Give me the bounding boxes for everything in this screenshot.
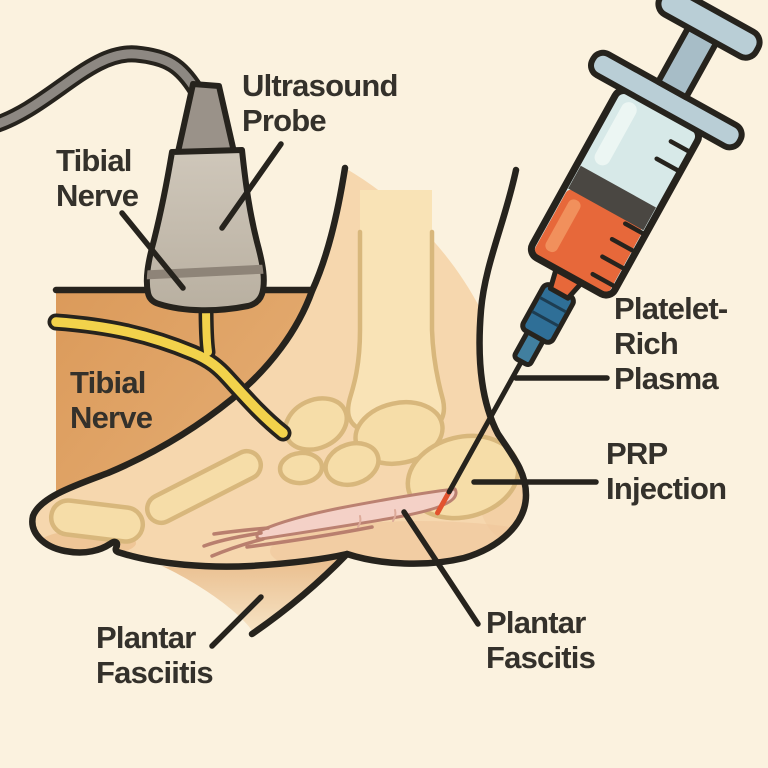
skin-cross-section xyxy=(56,290,312,492)
label-line: Fasciitis xyxy=(96,655,214,690)
label-tibial-nerve-top: Tibial Nerve xyxy=(56,143,139,213)
plunger-thumb-rest xyxy=(655,0,763,61)
leader-plantar-fascitis xyxy=(401,509,481,627)
hub-ridge xyxy=(531,310,559,328)
label-line: Tibial xyxy=(70,365,146,400)
syringe-needle xyxy=(446,356,526,495)
leader-lines-right xyxy=(209,375,610,649)
label-line: Plantar xyxy=(96,620,196,655)
leader-plantar-fasciitis xyxy=(209,594,264,649)
plasma-highlight xyxy=(545,199,581,253)
label-ultrasound-probe: Ultrasound Probe xyxy=(242,68,398,138)
leader-ultrasound-probe xyxy=(219,141,284,231)
label-line: Nerve xyxy=(70,400,153,435)
label-line: Fascitis xyxy=(486,640,596,675)
label-line: Ultrasound xyxy=(242,68,398,103)
label-line: Rich xyxy=(614,326,679,361)
label-line: Nerve xyxy=(56,178,139,213)
label-tibial-nerve-inner: Tibial Nerve xyxy=(70,365,153,435)
fascia-strands xyxy=(202,525,374,558)
label-line: Plasma xyxy=(614,361,719,396)
tarsal-bone xyxy=(277,450,325,486)
metatarsal-bone xyxy=(144,448,264,526)
hub-ridge xyxy=(539,296,567,314)
plantar-fascia xyxy=(202,487,458,558)
label-plantar-fascitis: Plantar Fascitis xyxy=(486,605,596,675)
probe-cable-core xyxy=(0,49,201,128)
fascia-texture xyxy=(357,509,397,528)
ultrasound-probe xyxy=(0,45,267,314)
leader-lines-left xyxy=(119,141,284,291)
label-line: Plantar xyxy=(486,605,586,640)
label-platelet-rich-plasma: Platelet- Rich Plasma xyxy=(614,291,728,396)
cuneiform-bone xyxy=(323,440,381,488)
label-line: Injection xyxy=(606,471,727,506)
label-line: Platelet- xyxy=(614,291,728,326)
label-line: PRP xyxy=(606,436,668,471)
probe-band xyxy=(146,264,264,280)
plunger-stopper xyxy=(568,165,656,231)
barrel-graduations xyxy=(590,139,691,289)
phalanx-bone xyxy=(48,498,146,544)
barrel-highlight xyxy=(594,102,637,166)
syringe xyxy=(435,0,763,516)
leader-tibial-nerve xyxy=(119,210,186,291)
heel-pad-wedge xyxy=(162,555,344,632)
label-line: Probe xyxy=(242,103,327,138)
label-plantar-fasciitis: Plantar Fasciitis xyxy=(96,620,214,690)
foot-bones xyxy=(48,190,521,544)
tibia-bone xyxy=(348,190,444,435)
foot-outline-front xyxy=(29,164,351,570)
label-line: Tibial xyxy=(56,143,132,178)
label-prp-injection: PRP Injection xyxy=(606,436,727,506)
